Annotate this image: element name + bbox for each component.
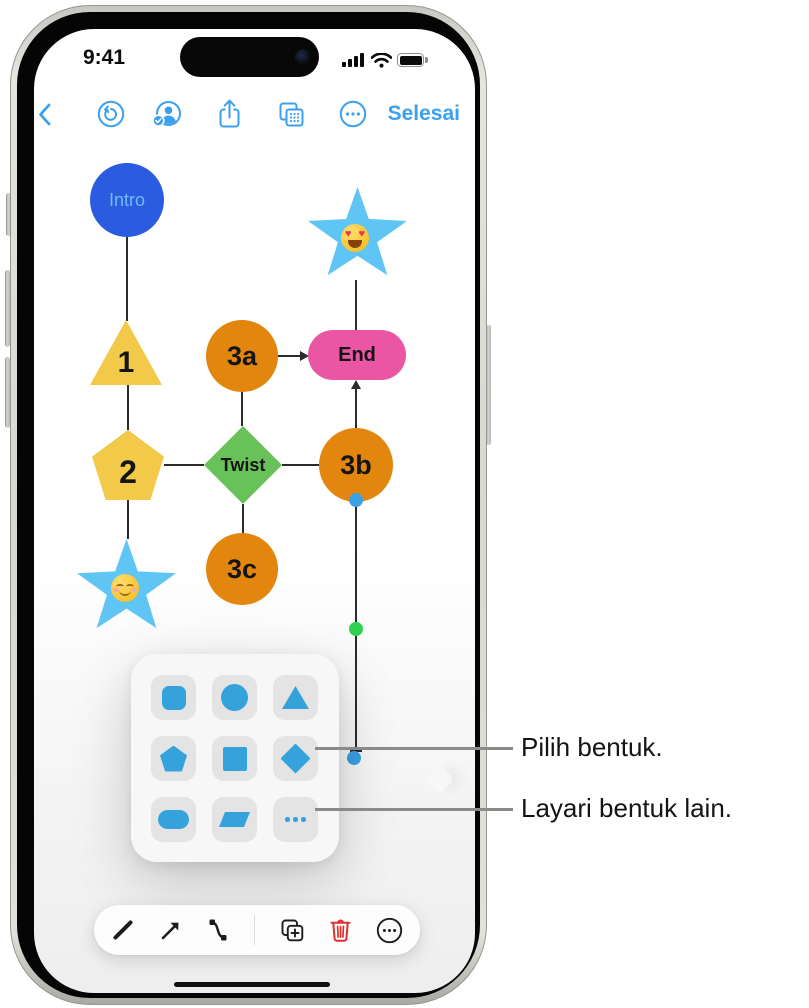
connection-start-handle[interactable] — [349, 493, 363, 507]
connector-pentagon-twist — [164, 464, 204, 466]
connection-midpoint-handle[interactable] — [349, 622, 363, 636]
delete-button[interactable] — [329, 917, 352, 943]
done-button[interactable]: Selesai — [387, 102, 460, 125]
node-3b[interactable]: 3b — [319, 428, 393, 502]
home-indicator[interactable] — [174, 982, 330, 987]
line-tool-button[interactable] — [111, 918, 135, 942]
connector-3b-end — [355, 388, 357, 428]
volume-down-button — [5, 357, 10, 428]
callout-pick-shape: Pilih bentuk. — [521, 732, 663, 762]
connection-end-handle[interactable] — [347, 751, 361, 765]
drawing-toolbar — [94, 905, 420, 955]
node-3c[interactable]: 3c — [206, 533, 278, 605]
toolbar-divider — [253, 915, 255, 945]
arrow-tool-button[interactable] — [159, 918, 183, 942]
shape-circle-button[interactable] — [212, 675, 257, 720]
volume-up-button — [5, 270, 10, 347]
dynamic-island — [180, 37, 319, 77]
arrowhead-3a-end — [300, 350, 309, 361]
connector-star-end — [355, 280, 357, 330]
connector-twist-3b — [282, 464, 319, 466]
node-intro[interactable]: Intro — [90, 163, 164, 237]
battery-nub — [425, 57, 428, 63]
shape-picker-tail — [425, 764, 455, 794]
callout-line-pick-shape — [315, 747, 513, 750]
boards-button[interactable] — [277, 100, 306, 129]
wifi-icon — [371, 53, 392, 68]
collaborate-button[interactable] — [151, 100, 182, 128]
duplicate-button[interactable] — [279, 917, 306, 944]
screen: 9:41 — [34, 29, 475, 993]
arrowhead-3b-end — [350, 380, 361, 389]
shape-pill-button[interactable] — [151, 797, 196, 842]
smiling-face-emoji — [111, 574, 139, 602]
signal-icon — [342, 53, 364, 67]
connector-tool-button[interactable] — [206, 917, 230, 943]
callout-browse-shapes: Layari bentuk lain. — [521, 793, 733, 823]
node-end[interactable]: End — [308, 330, 406, 380]
more-button[interactable] — [339, 100, 367, 128]
node-twist[interactable]: Twist — [204, 426, 282, 504]
back-button[interactable] — [38, 103, 51, 126]
shape-triangle-button[interactable] — [273, 675, 318, 720]
node-1[interactable]: 1 — [90, 320, 162, 385]
connector-3a-end — [278, 355, 301, 357]
shape-rounded-square-button[interactable] — [151, 675, 196, 720]
battery-icon — [397, 53, 424, 67]
shape-square-button[interactable] — [212, 736, 257, 781]
connector-triangle-pentagon — [127, 385, 129, 430]
callout-line-browse-shapes — [315, 808, 513, 811]
node-2[interactable]: 2 — [92, 430, 164, 500]
front-camera — [295, 49, 311, 65]
shape-diamond-button[interactable] — [273, 736, 318, 781]
shape-pentagon-button[interactable] — [151, 736, 196, 781]
status-time: 9:41 — [82, 46, 126, 69]
shape-picker — [131, 654, 339, 862]
node-3a[interactable]: 3a — [206, 320, 278, 392]
more-tools-button[interactable] — [376, 917, 403, 944]
more-shapes-button[interactable] — [273, 797, 318, 842]
power-button — [486, 325, 491, 445]
action-button — [6, 193, 11, 236]
phone-bezel: 9:41 — [17, 12, 480, 998]
connector-twist-3c — [242, 504, 244, 533]
phone-frame: 9:41 — [10, 5, 487, 1005]
share-button[interactable] — [217, 98, 242, 129]
heart-eyes-emoji: ♥♥ — [341, 224, 369, 252]
connector-3a-twist — [241, 392, 243, 426]
connector-intro-triangle — [126, 237, 128, 321]
connector-pentagon-star — [127, 500, 129, 539]
undo-button[interactable] — [97, 100, 125, 128]
shape-parallelogram-button[interactable] — [212, 797, 257, 842]
